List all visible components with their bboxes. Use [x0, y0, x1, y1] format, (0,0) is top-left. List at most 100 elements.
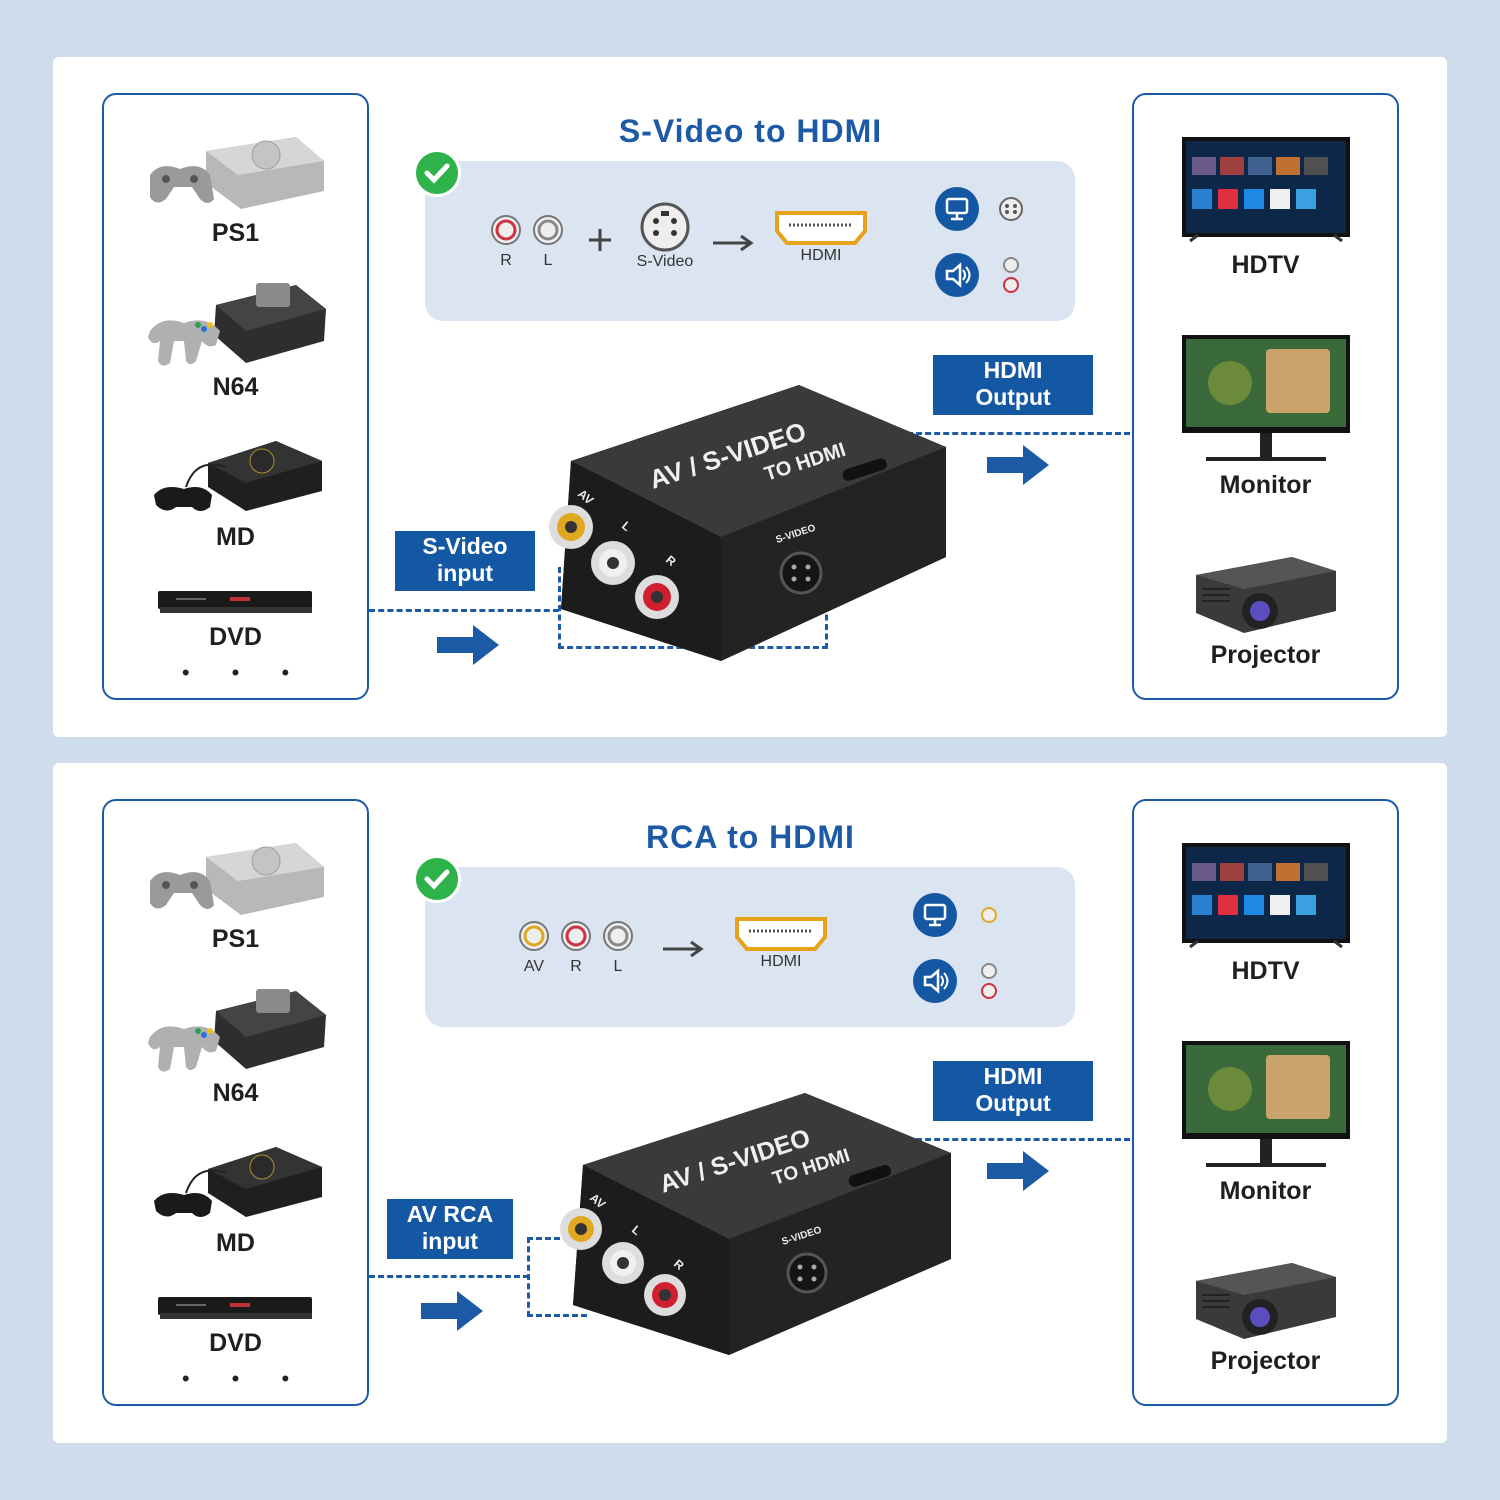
monitor-icon	[945, 197, 969, 221]
device-label: Monitor	[1219, 1177, 1312, 1205]
svideo-panel: PS1 N64 MD	[53, 57, 1447, 737]
section-title: S-Video to HDMI	[618, 113, 883, 149]
port-label: HDMI	[800, 247, 842, 264]
converter-device: AV / S-VIDEO TO HDMI AV L R S-VIDEO	[560, 1093, 951, 1355]
hdtv-icon	[1181, 137, 1350, 243]
output-dashed-line	[898, 1138, 1130, 1141]
av-rca-input-tag: AV RCA input	[387, 1199, 513, 1259]
speaker-icon	[923, 968, 949, 994]
audio-output-icon	[935, 253, 979, 297]
device-n64: N64	[104, 981, 367, 1108]
more-sources-indicator: • • •	[181, 1366, 308, 1391]
rca-r-port: R	[489, 213, 523, 270]
rca-panel: PS1 N64 MD	[53, 763, 1447, 1443]
hdtv-icon	[1181, 843, 1350, 949]
ps1-console-icon	[149, 843, 324, 915]
plus-icon	[589, 229, 611, 251]
port-label: L	[613, 958, 623, 975]
rca-av-port: AV	[517, 919, 551, 976]
port-label: R	[570, 958, 582, 975]
output-projector: Projector	[1134, 1259, 1397, 1376]
output-monitor: Monitor	[1134, 1039, 1397, 1206]
connection-diagram: R L S-Video HDMI	[425, 161, 1075, 321]
rca-red-icon	[491, 215, 521, 245]
device-label: Projector	[1210, 1347, 1321, 1375]
n64-console-icon	[147, 283, 326, 366]
device-n64: N64	[104, 275, 367, 402]
arrow-right-icon	[713, 234, 754, 252]
device-dvd: DVD	[104, 1291, 367, 1358]
port-dashed-bracket	[527, 1237, 587, 1317]
more-sources-indicator: • • •	[181, 660, 308, 685]
converter-device: AV / S-VIDEO TO HDMI AV L R S-VIDEO	[549, 385, 946, 661]
rca-r-port: R	[559, 919, 593, 976]
rca-white-icon	[603, 921, 633, 951]
output-devices-box: HDTV Monitor Projector	[1132, 93, 1399, 700]
port-label: L	[543, 252, 553, 269]
check-icon	[413, 149, 461, 197]
device-label: N64	[212, 373, 259, 401]
output-arrow-icon	[987, 1151, 1049, 1191]
device-dvd: DVD	[104, 585, 367, 652]
svideo-connector-icon	[640, 202, 690, 252]
device-switch	[848, 1164, 891, 1187]
device-label: Projector	[1210, 641, 1321, 669]
rca-yellow-icon	[519, 921, 549, 951]
rca-l-port: L	[531, 213, 565, 270]
device-ps1: PS1	[104, 837, 367, 954]
svideo-input-tag: S-Video input	[395, 531, 535, 591]
port-label: S-Video	[636, 253, 694, 270]
connection-diagram: AV R L HDMI	[425, 867, 1075, 1027]
check-icon	[413, 855, 461, 903]
hdmi-port: HDMI	[771, 209, 871, 265]
rca-white-icon	[533, 215, 563, 245]
n64-console-icon	[147, 989, 326, 1072]
port-label: R	[500, 252, 512, 269]
device-label: N64	[212, 1079, 259, 1107]
arrow-right-icon	[663, 940, 704, 958]
ps1-console-icon	[149, 137, 324, 209]
projector-icon	[1195, 557, 1336, 633]
device-label: PS1	[211, 925, 260, 953]
source-devices-box: PS1 N64 MD	[102, 799, 369, 1406]
md-console-icon	[153, 441, 322, 511]
hdmi-connector-icon	[775, 211, 867, 245]
hdmi-output-tag: HDMI Output	[933, 355, 1093, 415]
device-md: MD	[104, 437, 367, 552]
output-dashed-line	[898, 432, 1130, 435]
output-hdtv: HDTV	[1134, 135, 1397, 280]
device-ps1: PS1	[104, 131, 367, 248]
output-arrow-icon	[987, 445, 1049, 485]
audio-output-icon	[913, 959, 957, 1003]
section-title: RCA to HDMI	[646, 819, 855, 855]
hdmi-connector-icon	[735, 917, 827, 951]
monitor-icon	[923, 903, 947, 927]
rca-audio-pair-icon	[981, 963, 997, 999]
input-dashed-line	[369, 1275, 529, 1278]
rca-red-icon	[561, 921, 591, 951]
device-label: MD	[216, 523, 255, 551]
video-output-icon	[935, 187, 979, 231]
device-switch	[842, 458, 887, 481]
output-devices-box: HDTV Monitor Projector	[1132, 799, 1399, 1406]
port-label: HDMI	[760, 953, 802, 970]
input-arrow-icon	[437, 625, 499, 665]
device-label: HDTV	[1231, 251, 1300, 279]
device-label: DVD	[209, 623, 262, 651]
input-dashed-line	[369, 609, 559, 612]
output-monitor: Monitor	[1134, 333, 1397, 500]
device-label: HDTV	[1231, 957, 1300, 985]
md-console-icon	[153, 1147, 322, 1217]
hdmi-port: HDMI	[731, 915, 831, 971]
device-label: PS1	[211, 219, 260, 247]
speaker-icon	[945, 262, 971, 288]
device-md: MD	[104, 1143, 367, 1258]
output-hdtv: HDTV	[1134, 841, 1397, 986]
svideo-small-icon	[999, 197, 1023, 221]
port-label: AV	[523, 958, 545, 975]
monitor-icon	[1181, 335, 1350, 461]
projector-icon	[1195, 1263, 1336, 1339]
hdmi-output-tag: HDMI Output	[933, 1061, 1093, 1121]
device-label: MD	[216, 1229, 255, 1257]
dvd-player-icon	[157, 591, 312, 613]
